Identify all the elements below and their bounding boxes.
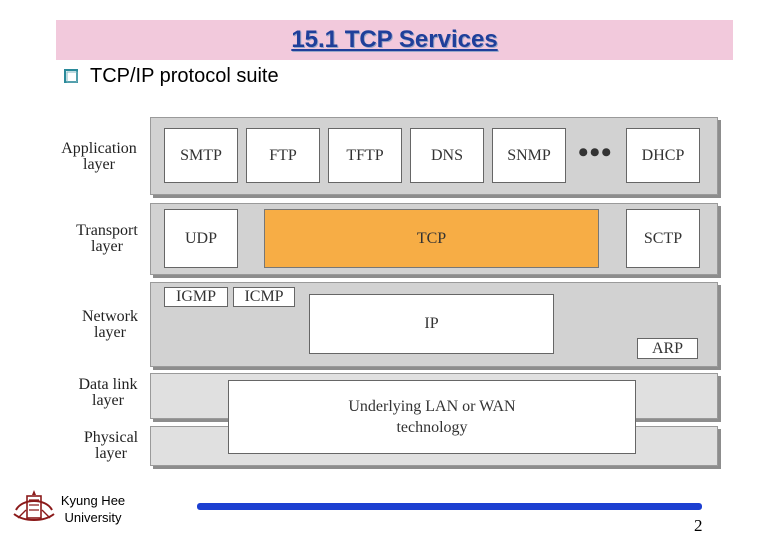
protocol-igmp: IGMP (164, 287, 228, 307)
university-name-line: Kyung Hee (60, 493, 126, 508)
layer-label-line: Data link (78, 376, 138, 393)
layer-label-line: layer (83, 156, 115, 173)
protocol-arp: ARP (637, 338, 698, 359)
layer-label-line: Physical (83, 429, 139, 446)
slide-title: 15.1 TCP Services (291, 26, 498, 53)
protocol-ftp: FTP (246, 128, 320, 183)
lan-line: technology (396, 419, 468, 436)
bullet-item: TCP/IP protocol suite (64, 63, 279, 89)
layer-label-datalink: Data link layer (60, 377, 156, 409)
protocol-smtp: SMTP (164, 128, 238, 183)
layer-label-application: Application layer (51, 141, 147, 173)
protocol-udp: UDP (164, 209, 238, 268)
layer-label-line: layer (91, 238, 123, 255)
layer-label-line: layer (95, 445, 127, 462)
university-name-line: University (64, 510, 122, 525)
layer-label-line: layer (94, 324, 126, 341)
bullet-text: TCP/IP protocol suite (90, 64, 279, 87)
title-bar: 15.1 TCP Services (56, 20, 733, 60)
university-name: Kyung Hee University (56, 492, 130, 526)
underlying-network-box: Underlying LAN or WAN technology (228, 380, 636, 454)
layer-label-physical: Physical layer (63, 430, 159, 462)
protocol-snmp: SNMP (492, 128, 566, 183)
layer-label-line: Network (82, 308, 138, 325)
layer-label-network: Network layer (62, 309, 158, 341)
protocol-tcp: TCP (264, 209, 599, 268)
protocol-ip: IP (309, 294, 554, 354)
layer-label-line: Transport (76, 222, 138, 239)
lan-line: Underlying LAN or WAN (348, 398, 516, 415)
footer-divider (197, 503, 702, 510)
ellipsis-icon: ••• (578, 136, 613, 169)
protocol-sctp: SCTP (626, 209, 700, 268)
layer-label-line: layer (92, 392, 124, 409)
checkbox-bullet-icon (64, 69, 78, 83)
protocol-tftp: TFTP (328, 128, 402, 183)
university-logo-icon (13, 490, 55, 521)
protocol-icmp: ICMP (233, 287, 295, 307)
layer-label-transport: Transport layer (59, 223, 155, 255)
layer-label-line: Application (61, 140, 137, 157)
page-number: 2 (694, 516, 703, 535)
protocol-dns: DNS (410, 128, 484, 183)
protocol-dhcp: DHCP (626, 128, 700, 183)
